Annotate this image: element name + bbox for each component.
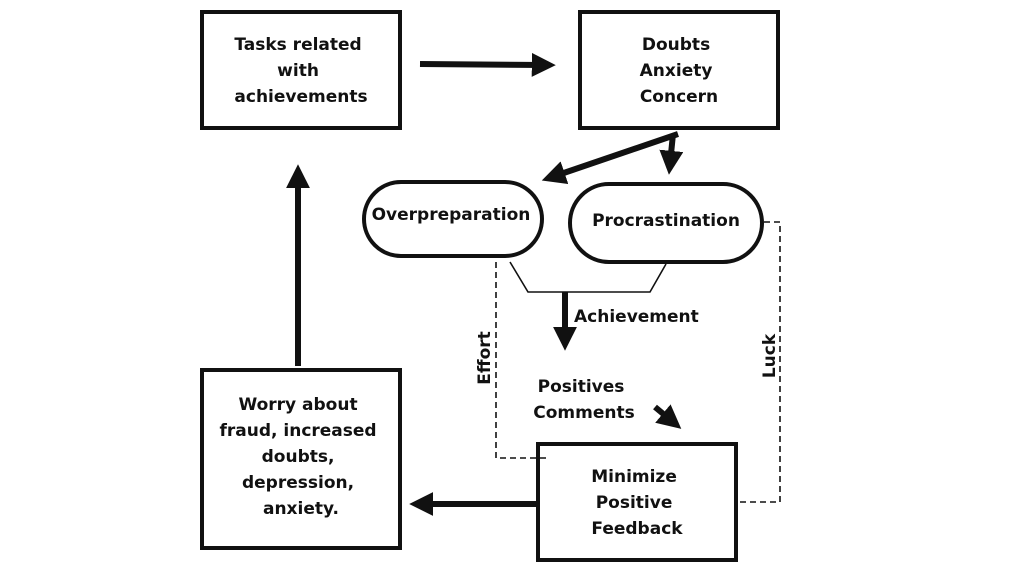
label-luck: Luck bbox=[760, 333, 780, 378]
node-worry-line-1: Worry about bbox=[238, 395, 357, 415]
node-minimize-line-2: Positive bbox=[596, 493, 673, 513]
effort-dashed-line bbox=[495, 262, 546, 459]
node-doubts-line-1: Doubts bbox=[642, 35, 710, 55]
label-achievement: Achievement bbox=[574, 307, 699, 327]
node-doubts-text: Doubts Anxiety Concern bbox=[640, 35, 719, 107]
label-comments: Comments bbox=[533, 403, 634, 423]
node-worry-line-5: anxiety. bbox=[263, 499, 339, 519]
node-tasks-line-1: Tasks related bbox=[234, 35, 361, 55]
arrow-doubts-to-procrastination bbox=[659, 133, 684, 175]
arrow-doubts-to-overpreparation bbox=[541, 131, 679, 185]
node-doubts-line-2: Anxiety bbox=[640, 61, 713, 81]
achievement-bracket bbox=[509, 261, 667, 293]
node-tasks: Tasks related with achievements bbox=[200, 10, 402, 130]
node-worry-text: Worry about fraud, increased doubts, dep… bbox=[219, 395, 382, 519]
node-worry-line-4: depression, bbox=[242, 473, 354, 493]
node-tasks-line-3: achievements bbox=[234, 87, 367, 107]
node-minimize-line-1: Minimize bbox=[591, 467, 677, 487]
node-worry: Worry about fraud, increased doubts, dep… bbox=[200, 368, 402, 550]
node-minimize-text: Minimize Positive Feedback bbox=[591, 467, 683, 539]
node-tasks-text: Tasks related with achievements bbox=[234, 35, 367, 107]
node-procrastination-text: Procrastination bbox=[592, 211, 740, 231]
luck-dashed-line bbox=[738, 221, 781, 503]
node-overpreparation-text: Overpreparation bbox=[372, 205, 531, 225]
node-doubts: Doubts Anxiety Concern bbox=[578, 10, 780, 130]
node-minimize-line-3: Feedback bbox=[591, 519, 683, 539]
node-worry-line-2: fraud, increased bbox=[219, 421, 376, 441]
node-minimize: Minimize Positive Feedback bbox=[536, 442, 738, 562]
node-worry-line-3: doubts, bbox=[262, 447, 335, 467]
label-positive-comments: Positives Comments bbox=[533, 377, 634, 423]
label-effort: Effort bbox=[475, 331, 495, 385]
node-overpreparation: Overpreparation bbox=[362, 180, 544, 258]
node-tasks-line-2: with bbox=[277, 61, 319, 81]
arrow-comments-to-minimize bbox=[653, 404, 682, 429]
node-doubts-line-3: Concern bbox=[640, 87, 718, 107]
label-positives: Positives bbox=[538, 377, 625, 397]
node-procrastination: Procrastination bbox=[568, 182, 764, 264]
arrow-tasks-to-doubts bbox=[419, 52, 556, 77]
